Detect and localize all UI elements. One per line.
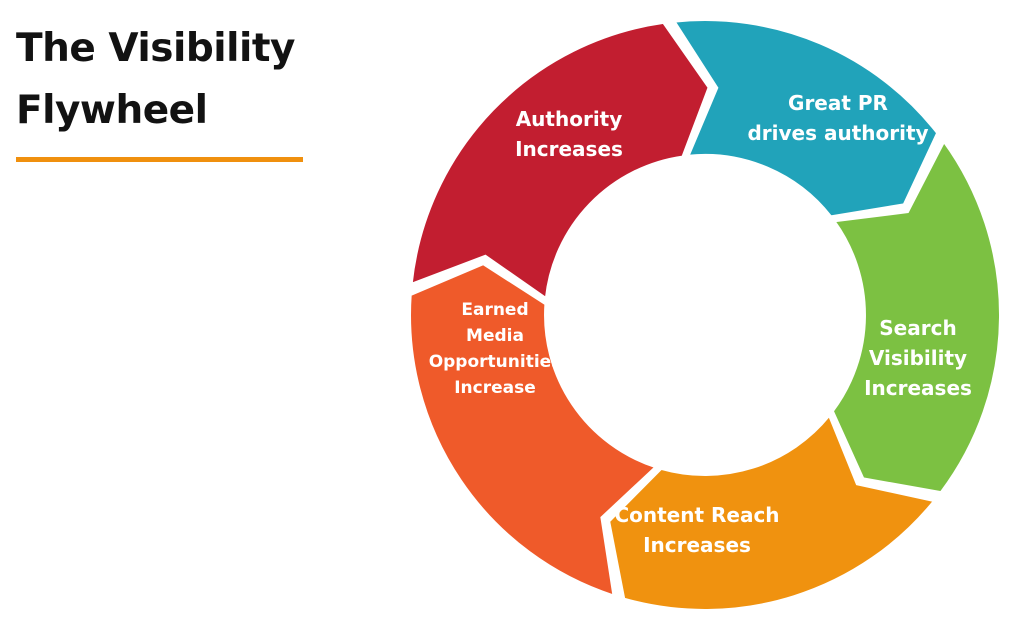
title-line-1: The Visibility	[16, 26, 295, 71]
flywheel-segment-5	[410, 21, 710, 300]
segment-label-1: Great PR drives authority	[747, 91, 928, 145]
flywheel-segment-2	[831, 140, 1001, 494]
segment-label-line: Search	[879, 316, 956, 340]
title-line-2: Flywheel	[16, 88, 208, 133]
segment-label-line: Content Reach	[614, 503, 779, 527]
segment-label-line: Opportunities	[429, 352, 562, 372]
segment-label-line: drives authority	[747, 121, 928, 145]
flywheel-segment-3	[608, 413, 936, 611]
segment-label-line: Earned	[461, 300, 528, 320]
flywheel-segment-1	[672, 19, 939, 218]
segment-label-line: Media	[466, 326, 524, 346]
segment-label-line: Increases	[643, 533, 751, 557]
segment-label-line: Visibility	[869, 346, 967, 370]
page-title: The Visibility Flywheel	[16, 18, 346, 142]
segment-label-line: Increases	[515, 137, 623, 161]
segment-label-line: Increases	[864, 376, 972, 400]
flywheel-segment-4	[409, 263, 658, 597]
segment-label-line: Increase	[454, 378, 536, 398]
segment-label-line: Authority	[516, 107, 623, 131]
segment-label-line: Great PR	[788, 91, 888, 115]
title-underline	[16, 157, 303, 162]
